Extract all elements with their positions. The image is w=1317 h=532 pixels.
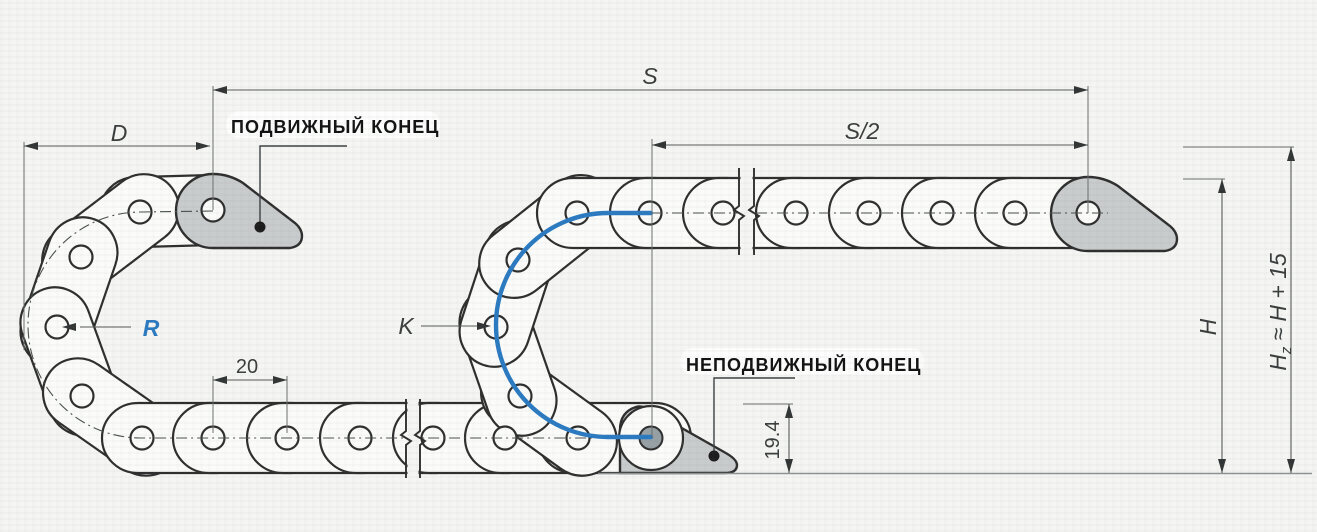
dim-label-pitch-20: 20 xyxy=(236,356,258,378)
leader-dot xyxy=(255,222,266,233)
hz-rest: ≈ H + 15 xyxy=(1265,253,1291,341)
dimension-arrow xyxy=(1287,459,1295,473)
dimension-arrow xyxy=(1287,147,1295,161)
label-movable-end: ПОДВИЖНЫЙ КОНЕЦ xyxy=(231,116,439,137)
dim-label-19-4: 19.4 xyxy=(762,421,784,460)
travel-end-bracket xyxy=(1051,177,1177,251)
dimension-arrow xyxy=(785,459,793,473)
dim-label-h: H xyxy=(1195,318,1221,335)
dimension-arrow xyxy=(24,142,38,150)
dimension-arrow xyxy=(196,142,210,150)
chain-break-gap xyxy=(408,401,419,476)
dimension-arrow xyxy=(1074,86,1088,94)
link-hole xyxy=(71,385,94,408)
dimension-arrow xyxy=(213,86,227,94)
dimension-arrow xyxy=(1218,179,1226,193)
dim-label-k: K xyxy=(398,313,415,339)
dim-label-hz: Hz ≈ H + 15 xyxy=(1265,253,1295,371)
dimension-arrow xyxy=(213,376,227,384)
dim-label-d: D xyxy=(111,120,128,146)
dimension-arrow xyxy=(785,404,793,418)
dimension-arrow xyxy=(1074,141,1088,149)
dim-label-r: R xyxy=(143,315,160,341)
dim-label-s: S xyxy=(642,63,658,89)
dimension-arrow xyxy=(1218,459,1226,473)
dim-label-s-half: S/2 xyxy=(845,118,880,144)
dimension-arrow xyxy=(273,376,287,384)
label-layer: ПОДВИЖНЫЙ КОНЕЦ НЕПОДВИЖНЫЙ КОНЕЦ S S/2 … xyxy=(111,63,1295,459)
leader-dot xyxy=(709,451,720,462)
hz-base: H xyxy=(1265,354,1291,371)
label-fixed-end: НЕПОДВИЖНЫЙ КОНЕЦ xyxy=(686,354,921,375)
link-hole xyxy=(70,246,93,269)
movable-end-bracket xyxy=(176,174,302,248)
dimension-arrow xyxy=(652,141,666,149)
chain-drawing xyxy=(10,160,1177,490)
hz-subscript: z xyxy=(1278,346,1295,355)
